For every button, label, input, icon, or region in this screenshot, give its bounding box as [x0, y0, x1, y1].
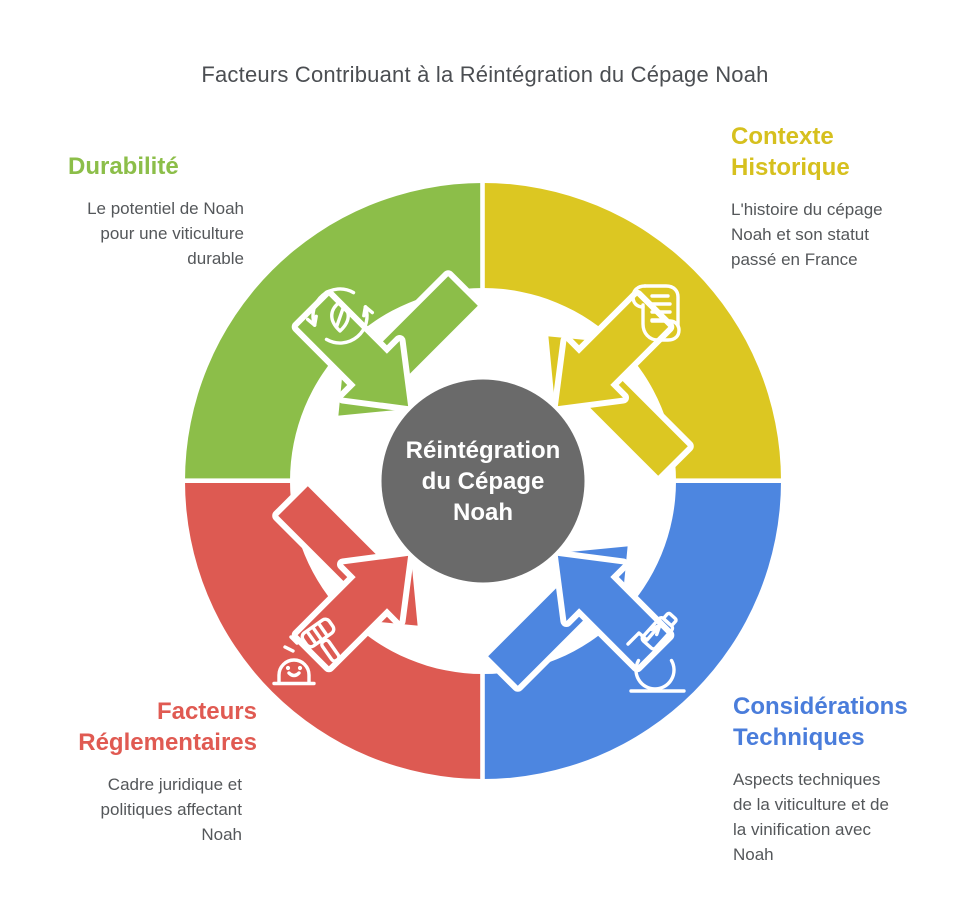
section-contexte-historique: Contexte Historique L'histoire du cépage… — [731, 121, 921, 272]
scroll-icon — [631, 284, 681, 342]
section-facteurs-reglementaires-label: Facteurs Réglementaires — [78, 698, 257, 756]
microscope-icon — [626, 611, 686, 693]
page-title: Facteurs Contribuant à la Réintégration … — [201, 62, 769, 87]
section-durabilite: Durabilité Le potentiel de Noah pour une… — [68, 151, 244, 271]
recycle-leaf-icon — [306, 287, 374, 345]
section-considerations-techniques-description: Aspects techniques de la viticulture et … — [733, 770, 889, 864]
section-facteurs-reglementaires-description: Cadre juridique et politiques affectant … — [100, 775, 242, 844]
section-considerations-techniques-label: Considérations Techniques — [733, 693, 908, 751]
center-hub-label: Réintégration du Cépage Noah — [405, 436, 561, 526]
axis-gaps — [173, 168, 797, 794]
gavel-icon — [272, 617, 341, 686]
section-contexte-historique-description: L'histoire du cépage Noah et son statut … — [731, 200, 883, 269]
section-durabilite-description: Le potentiel de Noah pour une viticultur… — [87, 199, 244, 268]
section-considerations-techniques: Considérations Techniques Aspects techni… — [733, 691, 918, 867]
section-durabilite-label: Durabilité — [68, 153, 179, 180]
section-facteurs-reglementaires: Facteurs Réglementaires Cadre juridique … — [40, 696, 257, 847]
section-contexte-historique-label: Contexte Historique — [731, 123, 850, 181]
center-hub-circle — [381, 379, 585, 583]
